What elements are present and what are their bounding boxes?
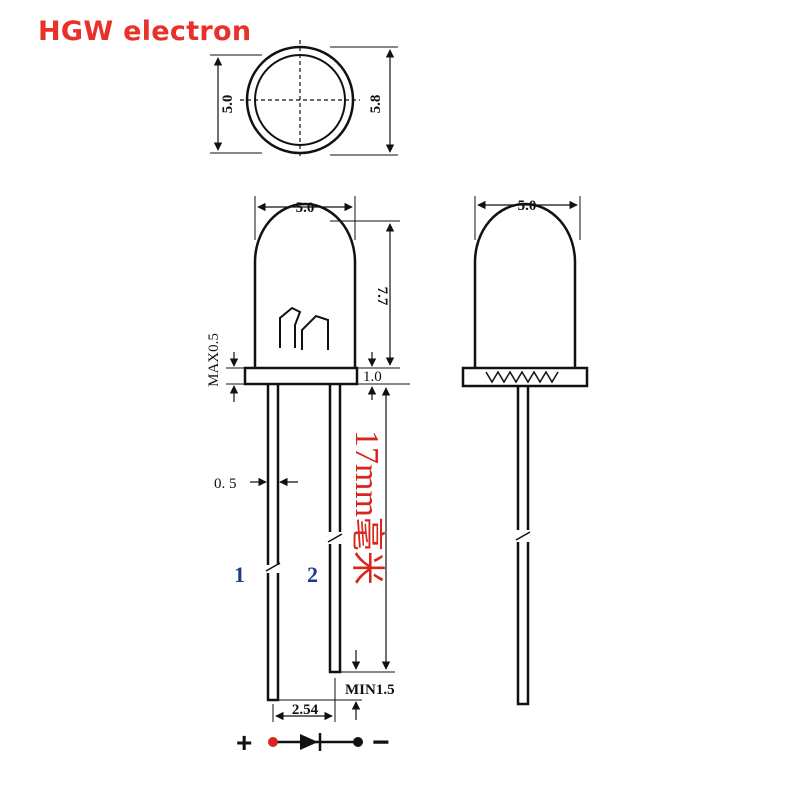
top-width-label: 5.0 — [220, 95, 236, 114]
anode-dot — [268, 737, 278, 747]
front-flange — [461, 366, 589, 388]
minus-sign: − — [372, 726, 390, 759]
lead-width-label: 0. 5 — [214, 476, 237, 492]
diode-triangle — [300, 734, 318, 750]
lead-min-label: MIN1.5 — [345, 682, 395, 698]
polarity-symbol — [268, 733, 363, 751]
brand-title: HGW electron — [38, 16, 252, 47]
pitch-label: 2.54 — [292, 702, 319, 718]
top-rim-label: 5.8 — [368, 95, 384, 114]
side-view — [226, 196, 410, 722]
front-width-label: 5.0 — [518, 198, 537, 214]
lead-length-label: 17mm毫米 — [348, 430, 386, 585]
lead-1 — [266, 384, 280, 702]
flange-max-label: MAX0.5 — [206, 333, 222, 387]
pin-1-label: 1 — [234, 562, 245, 587]
lead-2 — [328, 384, 342, 674]
flange-height-label: 1.0 — [363, 369, 382, 385]
led-lens — [253, 202, 357, 368]
lens-height-label: 7.7 — [374, 287, 390, 306]
front-lens — [473, 202, 577, 368]
plus-sign: + — [236, 727, 252, 758]
front-view — [461, 196, 589, 706]
top-view — [210, 40, 398, 158]
cathode-dot — [353, 737, 363, 747]
led-flange — [243, 366, 359, 386]
front-lead — [516, 386, 530, 706]
lens-width-label: 5.0 — [296, 200, 315, 216]
pin-2-label: 2 — [307, 562, 318, 587]
